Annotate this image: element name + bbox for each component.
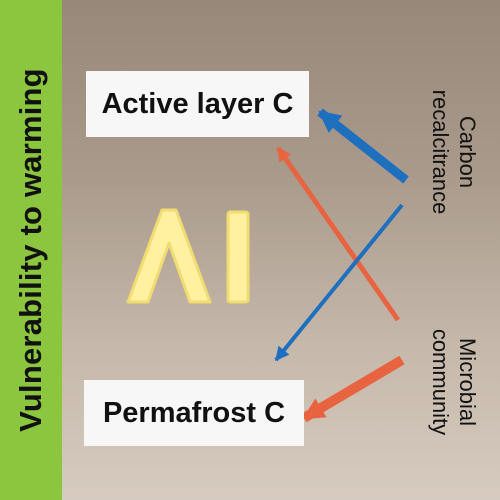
permafrost-c-box: Permafrost C [84, 380, 304, 446]
carbon-to-permafrost-arrow [274, 203, 404, 362]
microbial-word: Microbial [455, 337, 480, 427]
sidebar: Vulnerability to warming [0, 0, 62, 500]
carbon-word: Carbon [455, 115, 480, 189]
microbial-community-label: Microbial community [427, 329, 481, 435]
carbon-recalcitrance-label: Carbon recalcitrance [427, 90, 481, 215]
microbial-to-permafrost-arrow [301, 355, 405, 423]
active-layer-c-box: Active layer C [86, 71, 309, 137]
community-word: community [428, 328, 453, 436]
carbon-to-active-arrow [317, 108, 409, 184]
microbial-to-active-arrow [275, 146, 401, 322]
recalcitrance-word: recalcitrance [428, 89, 453, 215]
ai-logo [126, 208, 250, 304]
